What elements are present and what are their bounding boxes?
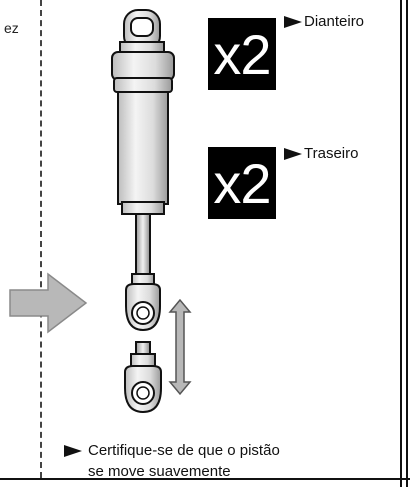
rod-end-attached: [125, 273, 161, 332]
rear-position-label: Traseiro: [284, 145, 358, 162]
instruction-note: Certifique-se de que o pistão se move su…: [64, 440, 280, 482]
double-arrow-icon: [168, 298, 192, 396]
front-position-label: Dianteiro: [284, 13, 364, 30]
note-line-2: se move suavemente: [88, 463, 231, 480]
cylinder-bottom-collar: [121, 201, 165, 215]
piston-rod: [135, 213, 151, 277]
cut-guide-line: [40, 0, 42, 478]
note-line-1: Certifique-se de que o pistão: [88, 442, 280, 459]
page-border-bottom: [0, 478, 410, 480]
push-arrow-icon: [9, 272, 88, 334]
cropped-text-fragment: ez: [4, 20, 19, 36]
front-label-text: Dianteiro: [304, 13, 365, 30]
triangle-right-icon: [284, 15, 302, 28]
triangle-right-icon: [64, 444, 82, 457]
shock-cylinder: [117, 91, 169, 205]
rear-quantity-badge: x2: [208, 147, 276, 219]
front-quantity-badge: x2: [208, 18, 276, 90]
top-eyelet: [119, 9, 165, 55]
page-border-right: [400, 0, 408, 487]
shock-cap: [111, 51, 175, 93]
rod-end-detached: [124, 341, 162, 414]
rear-label-text: Traseiro: [304, 145, 359, 162]
triangle-right-icon: [284, 147, 302, 160]
